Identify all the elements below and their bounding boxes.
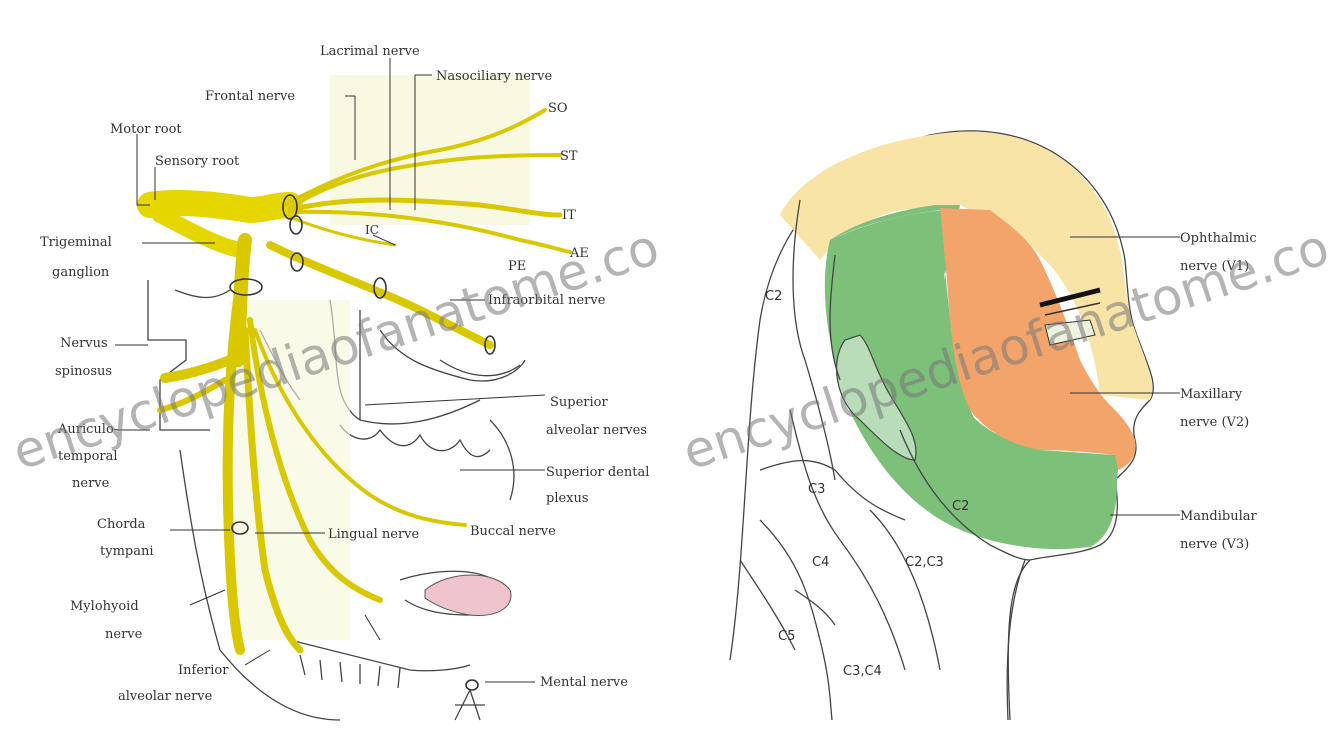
segment-c2-neck: C2 <box>952 499 969 514</box>
label-spinosus: spinosus <box>55 364 112 379</box>
label-trigeminal: Trigeminal <box>40 235 112 250</box>
label-maxillary: Maxillary <box>1180 387 1243 402</box>
label-auriculotemporal-nerve: nerve <box>72 476 110 491</box>
label-maxillary-nerve-v2: nerve (V2) <box>1180 415 1249 430</box>
segment-c4: C4 <box>812 555 829 570</box>
label-buccal-nerve: Buccal nerve <box>470 524 556 539</box>
label-frontal-nerve: Frontal nerve <box>205 89 295 104</box>
label-sensory-root: Sensory root <box>155 154 240 169</box>
trigeminal-nerve-branches-figure: Lacrimal nerve Nasociliary nerve Frontal… <box>40 44 649 720</box>
label-it: IT <box>562 208 576 223</box>
segment-c2-c3: C2,C3 <box>905 555 944 570</box>
label-mylohyoid-nerve: nerve <box>105 627 143 642</box>
label-tympani: tympani <box>100 544 154 559</box>
label-inferior-alveolar-nerve: alveolar nerve <box>118 689 213 704</box>
label-superior-dental: Superior dental <box>546 465 649 480</box>
label-nervus: Nervus <box>60 336 108 351</box>
label-superior: Superior <box>550 395 608 410</box>
label-nasociliary-nerve: Nasociliary nerve <box>436 69 552 84</box>
label-motor-root: Motor root <box>110 122 182 137</box>
label-so: SO <box>548 101 568 116</box>
segment-c3: C3 <box>808 482 825 497</box>
tongue-shape <box>425 575 511 615</box>
segment-c3-c4: C3,C4 <box>843 664 882 679</box>
label-mandibular-nerve-v3: nerve (V3) <box>1180 537 1249 552</box>
label-inferior: Inferior <box>178 663 229 678</box>
label-lingual-nerve: Lingual nerve <box>328 527 420 542</box>
label-ganglion: ganglion <box>52 265 110 280</box>
label-mylohyoid: Mylohyoid <box>70 599 139 614</box>
label-lacrimal-nerve: Lacrimal nerve <box>320 44 420 59</box>
label-mandibular: Mandibular <box>1180 509 1258 524</box>
label-plexus: plexus <box>546 491 589 506</box>
segment-c5: C5 <box>778 629 795 644</box>
label-ic: IC <box>365 223 379 237</box>
label-alveolar-nerves: alveolar nerves <box>546 423 647 438</box>
label-st: ST <box>560 149 578 164</box>
label-mental-nerve: Mental nerve <box>540 675 628 690</box>
label-chorda: Chorda <box>97 517 146 532</box>
segment-c2-scalp: C2 <box>765 289 782 304</box>
